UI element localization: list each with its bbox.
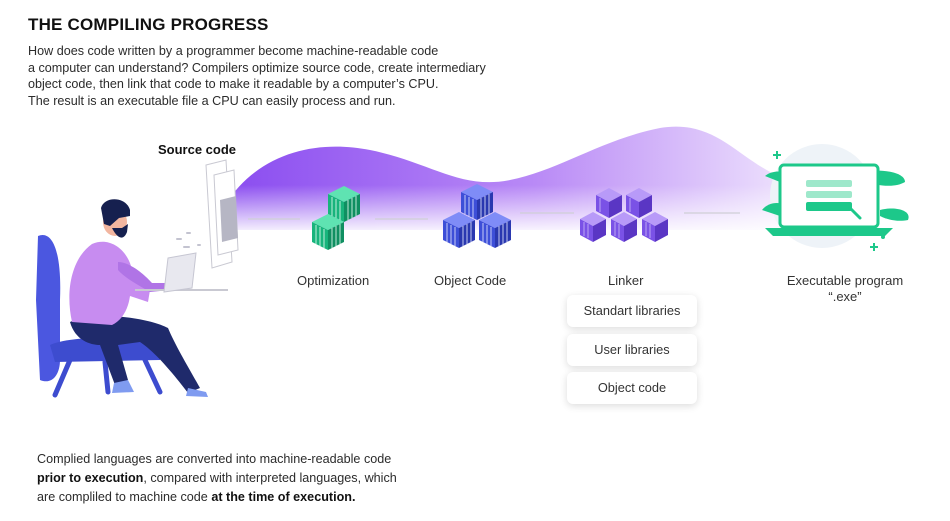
standard-libraries-card: Standart libraries (567, 295, 697, 327)
user-libraries-card: User libraries (567, 334, 697, 366)
laptop-icon (762, 144, 909, 251)
footer-emphasis-prior: prior to execution (37, 471, 144, 485)
optimization-label: Optimization (297, 273, 370, 288)
executable-label-line2: “.exe” (828, 289, 862, 304)
executable-label: Executable program “.exe” (770, 273, 920, 305)
object-code-card: Object code (567, 372, 697, 404)
intro-line: object code, then link that code to make… (28, 77, 439, 91)
intro-line: How does code written by a programmer be… (28, 44, 439, 58)
footer-line-1: Complied languages are converted into ma… (37, 452, 392, 466)
footer-paragraph: Complied languages are converted into ma… (37, 450, 477, 507)
footer-line-3: are compliled to machine code at the tim… (37, 488, 477, 507)
executable-label-line1: Executable program (786, 273, 904, 288)
programmer-illustration (36, 199, 228, 398)
footer-line-3-start: are compliled to machine code (37, 490, 212, 504)
page-title: THE COMPILING PROGRESS (28, 15, 269, 34)
intro-paragraph: How does code written by a programmer be… (28, 43, 588, 109)
object-code-label: Object Code (434, 273, 507, 288)
intro-line: a computer can understand? Compilers opt… (28, 60, 486, 75)
object-code-cubes-icon (443, 184, 511, 248)
footer-emphasis-time: at the time of execution. (211, 490, 356, 504)
connector-lines (248, 212, 740, 220)
linker-label: Linker (608, 273, 644, 288)
footer-line-2-rest: , compared with interpreted languages, w… (143, 471, 397, 485)
linker-cubes-icon (580, 188, 668, 242)
intro-line: The result is an executable file a CPU c… (28, 93, 396, 108)
footer-line-2: prior to execution, compared with interp… (37, 469, 477, 488)
code-sheets-icon (205, 159, 239, 269)
optimization-cubes-icon (312, 186, 360, 250)
source-code-label: Source code (158, 142, 237, 157)
